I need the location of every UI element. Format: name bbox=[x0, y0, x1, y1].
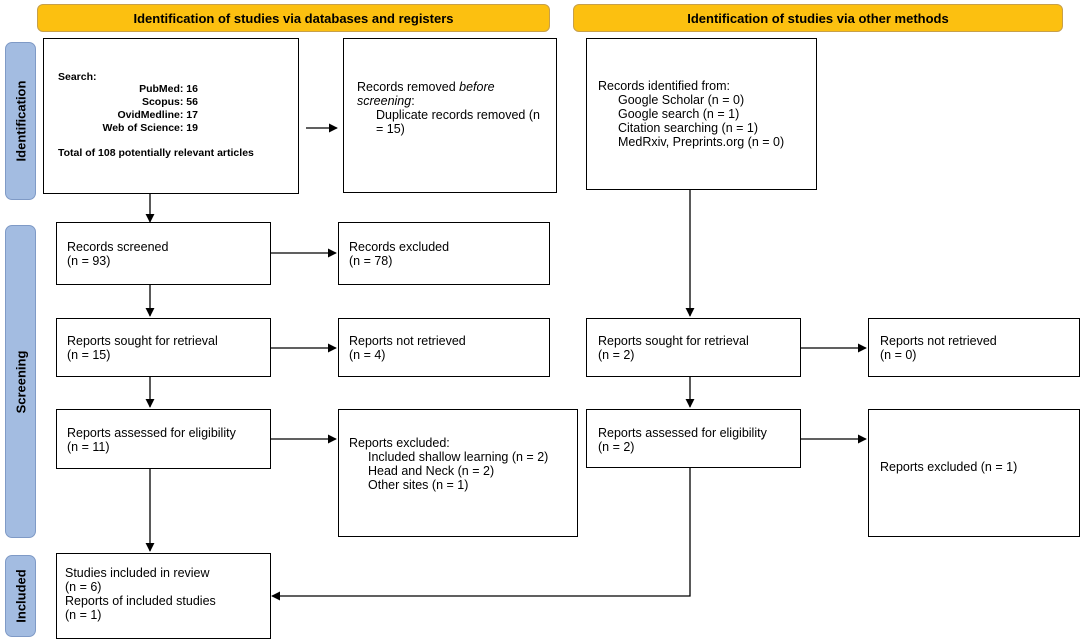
other-identified-citation: Citation searching (n = 1) bbox=[618, 121, 759, 135]
reports-excluded-right-label: Reports excluded (n = 1) bbox=[880, 460, 1018, 474]
side-identification: Identification bbox=[5, 42, 36, 200]
reports-sought-right-count: (n = 2) bbox=[598, 348, 635, 362]
records-screened-label: Records screened bbox=[67, 240, 169, 254]
reports-included-count: (n = 1) bbox=[65, 608, 102, 622]
search-ovidmedline: OvidMedline: 17 bbox=[117, 109, 198, 121]
records-excluded-box: Records excluded (n = 78) bbox=[338, 222, 550, 285]
removed-line2: screening: bbox=[357, 94, 556, 108]
reports-not-retrieved-left-label: Reports not retrieved bbox=[349, 334, 466, 348]
header-databases-label: Identification of studies via databases … bbox=[133, 10, 454, 26]
header-other-methods: Identification of studies via other meth… bbox=[573, 4, 1063, 32]
other-identified-google-search: Google search (n = 1) bbox=[618, 107, 740, 121]
search-total: Total of 108 potentially relevant articl… bbox=[58, 147, 254, 159]
reports-eligibility-left-count: (n = 11) bbox=[67, 440, 110, 454]
reports-excluded-other-sites: Other sites (n = 1) bbox=[368, 478, 469, 492]
studies-included-label: Studies included in review bbox=[65, 566, 210, 580]
reports-sought-left-box: Reports sought for retrieval (n = 15) bbox=[56, 318, 271, 377]
reports-sought-left-count: (n = 15) bbox=[67, 348, 111, 362]
reports-excluded-shallow: Included shallow learning (n = 2) bbox=[368, 450, 549, 464]
side-screening: Screening bbox=[5, 225, 36, 538]
records-removed-box: Records removed before screening: Duplic… bbox=[343, 38, 557, 193]
records-excluded-label: Records excluded bbox=[349, 240, 450, 254]
studies-included-count: (n = 6) bbox=[65, 580, 102, 594]
reports-eligibility-right-count: (n = 2) bbox=[598, 440, 635, 454]
reports-sought-right-box: Reports sought for retrieval (n = 2) bbox=[586, 318, 801, 377]
reports-sought-right-label: Reports sought for retrieval bbox=[598, 334, 749, 348]
header-other-methods-label: Identification of studies via other meth… bbox=[687, 10, 949, 26]
search-heading: Search: bbox=[58, 71, 97, 83]
header-databases: Identification of studies via databases … bbox=[37, 4, 550, 32]
removed-line1: Records removed before bbox=[357, 80, 556, 94]
reports-eligibility-right-box: Reports assessed for eligibility (n = 2) bbox=[586, 409, 801, 468]
removed-line2-italic: screening bbox=[357, 94, 412, 108]
reports-not-retrieved-left-box: Reports not retrieved (n = 4) bbox=[338, 318, 550, 377]
other-identified-google-scholar: Google Scholar (n = 0) bbox=[618, 93, 745, 107]
reports-eligibility-right-label: Reports assessed for eligibility bbox=[598, 426, 767, 440]
search-scopus: Scopus: 56 bbox=[141, 96, 198, 108]
removed-line2-rest: : bbox=[411, 94, 415, 108]
reports-eligibility-left-label: Reports assessed for eligibility bbox=[67, 426, 236, 440]
other-records-identified-box: Records identified from: Google Scholar … bbox=[586, 38, 817, 190]
records-screened-box: Records screened (n = 93) bbox=[56, 222, 271, 285]
other-identified-heading: Records identified from: bbox=[598, 79, 731, 93]
reports-sought-left-label: Reports sought for retrieval bbox=[67, 334, 218, 348]
reports-not-retrieved-left-count: (n = 4) bbox=[349, 348, 386, 362]
reports-not-retrieved-right-count: (n = 0) bbox=[880, 348, 917, 362]
search-web-of-science: Web of Science: 19 bbox=[102, 122, 198, 134]
reports-excluded-head-neck: Head and Neck (n = 2) bbox=[368, 464, 495, 478]
arrow-eligible-right-to-included bbox=[271, 468, 691, 601]
reports-excluded-left-box: Reports excluded: Included shallow learn… bbox=[338, 409, 578, 537]
removed-item2: = 15) bbox=[376, 122, 405, 136]
records-excluded-count: (n = 78) bbox=[349, 254, 393, 268]
reports-excluded-right-box: Reports excluded (n = 1) bbox=[868, 409, 1080, 537]
other-identified-medrxiv: MedRxiv, Preprints.org (n = 0) bbox=[618, 135, 785, 149]
reports-eligibility-left-box: Reports assessed for eligibility (n = 11… bbox=[56, 409, 271, 469]
removed-line1-text: Records removed bbox=[357, 80, 460, 94]
search-box: Search: PubMed: 16 Scopus: 56 OvidMedlin… bbox=[43, 38, 299, 194]
reports-included-label: Reports of included studies bbox=[65, 594, 216, 608]
search-pubmed: PubMed: 16 bbox=[139, 83, 198, 95]
records-screened-count: (n = 93) bbox=[67, 254, 111, 268]
studies-included-box: Studies included in review (n = 6) Repor… bbox=[56, 553, 271, 639]
reports-not-retrieved-right-label: Reports not retrieved bbox=[880, 334, 997, 348]
removed-item1: Duplicate records removed (n bbox=[376, 108, 540, 122]
reports-not-retrieved-right-box: Reports not retrieved (n = 0) bbox=[868, 318, 1080, 377]
side-included: Included bbox=[5, 555, 36, 637]
reports-excluded-left-label: Reports excluded: bbox=[349, 436, 450, 450]
removed-line1-italic: before bbox=[459, 80, 495, 94]
